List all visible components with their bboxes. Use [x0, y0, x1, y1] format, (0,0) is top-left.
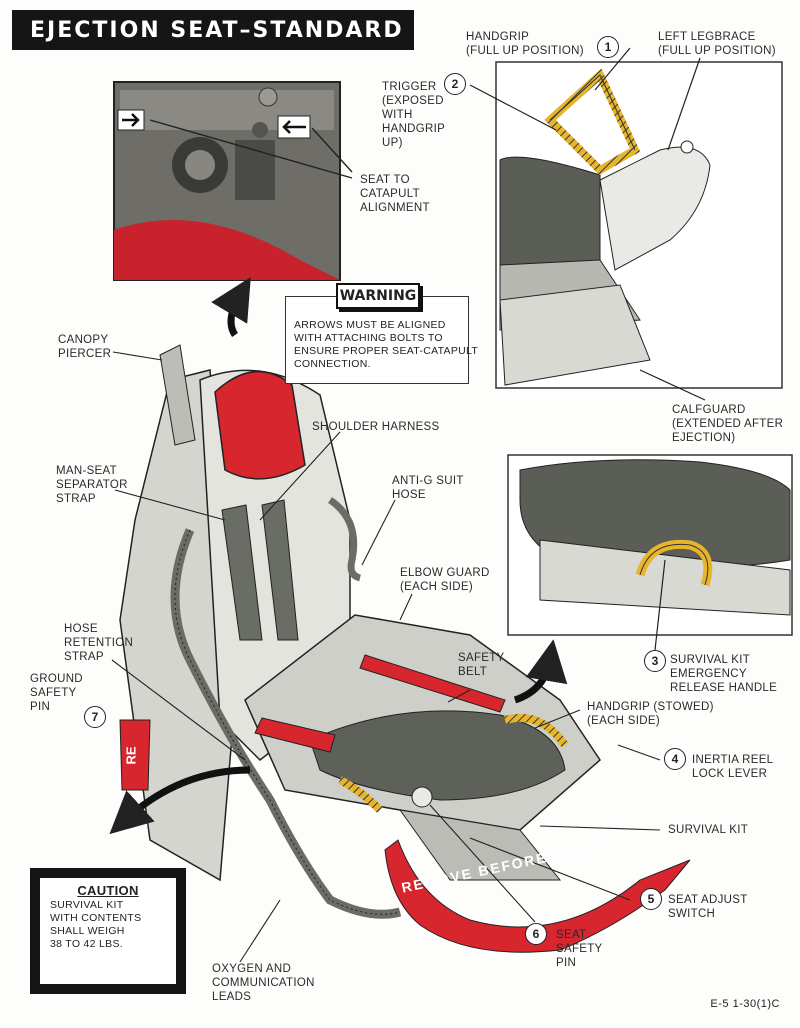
- page-title-text: EJECTION SEAT–STANDARD: [30, 17, 404, 43]
- label-survival-release: SURVIVAL KIT EMERGENCY RELEASE HANDLE: [670, 654, 778, 694]
- label-oxygen-leads: OXYGEN AND COMMUNICATION LEADS: [212, 963, 315, 1003]
- warning-text: ARROWS MUST BE ALIGNED WITH ATTACHING BO…: [294, 319, 479, 370]
- label-left-legbrace: LEFT LEGBRACE (FULL UP POSITION): [658, 31, 776, 57]
- label-canopy-piercer: CANOPY PIERCER: [58, 334, 112, 360]
- label-man-seat-strap: MAN-SEAT SEPARATOR STRAP: [56, 465, 128, 505]
- label-handgrip-up: HANDGRIP (FULL UP POSITION): [466, 31, 584, 57]
- callout-5: 5: [640, 888, 662, 910]
- inset-catapult-alignment: [113, 81, 353, 281]
- main-seat: [109, 276, 691, 953]
- callout-6: 6: [525, 923, 547, 945]
- label-inertia-reel: INERTIA REEL LOCK LEVER: [692, 754, 774, 780]
- label-seat-catapult: SEAT TO CATAPULT ALIGNMENT: [360, 174, 430, 214]
- label-ground-safety-pin: GROUND SAFETY PIN: [30, 673, 83, 713]
- label-seat-safety-pin: SEAT SAFETY PIN: [556, 929, 603, 969]
- label-calfguard: CALFGUARD (EXTENDED AFTER EJECTION): [672, 404, 784, 444]
- leader-lines: [111, 351, 661, 963]
- label-anti-g-hose: ANTI-G SUIT HOSE: [392, 475, 464, 501]
- callout-7: 7: [84, 706, 106, 728]
- inset-legbrace: [469, 47, 783, 401]
- caution-box: CAUTION SURVIVAL KIT WITH CONTENTS SHALL…: [30, 868, 186, 994]
- callout-3: 3: [644, 650, 666, 672]
- caution-heading: CAUTION: [77, 883, 139, 898]
- label-safety-belt: SAFETY BELT: [458, 652, 505, 678]
- tag-text: RE: [123, 746, 139, 765]
- inset-survival-kit: [507, 454, 793, 651]
- callout-1: 1: [597, 36, 619, 58]
- label-handgrip-stowed: HANDGRIP (STOWED) (EACH SIDE): [587, 701, 714, 727]
- label-survival-kit: SURVIVAL KIT: [668, 824, 749, 836]
- callout-2: 2: [444, 73, 466, 95]
- label-shoulder-harness: SHOULDER HARNESS: [312, 421, 440, 433]
- figure-code: E-5 1-30(1)C: [710, 998, 780, 1010]
- label-trigger: TRIGGER (EXPOSED WITH HANDGRIP UP): [382, 81, 446, 149]
- label-seat-adjust: SEAT ADJUST SWITCH: [668, 894, 748, 920]
- label-hose-retention: HOSE RETENTION STRAP: [64, 623, 134, 663]
- warning-box: WARNING ARROWS MUST BE ALIGNED WITH ATTA…: [285, 283, 478, 384]
- callout-4: 4: [664, 748, 686, 770]
- caution-text: SURVIVAL KIT WITH CONTENTS SHALL WEIGH 3…: [50, 899, 142, 950]
- page-title: EJECTION SEAT–STANDARD: [12, 10, 414, 50]
- label-elbow-guard: ELBOW GUARD (EACH SIDE): [400, 567, 490, 593]
- warning-heading: WARNING: [336, 283, 420, 309]
